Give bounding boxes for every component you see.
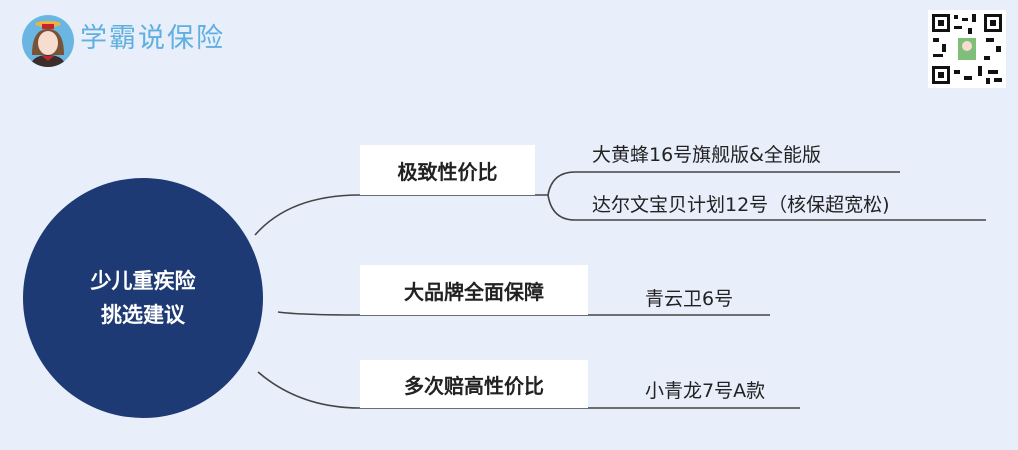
leaf-node[interactable]: 青云卫6号 xyxy=(645,288,734,310)
connector-leaf-1-1 xyxy=(547,171,900,196)
connector-branch-3 xyxy=(257,371,800,409)
brand-name: 学霸说保险 xyxy=(80,23,225,54)
leaf-node[interactable]: 大黄蜂16号旗舰版&全能版 xyxy=(592,144,821,166)
branch-node-2[interactable]: 大品牌全面保障 xyxy=(360,265,588,315)
cartoon-girl-avatar-icon xyxy=(30,21,66,67)
central-topic[interactable]: 少儿重疾险 挑选建议 xyxy=(23,178,263,418)
center-line-2: 挑选建议 xyxy=(101,303,185,327)
branch-node-1[interactable]: 极致性价比 xyxy=(360,145,535,195)
connector-branch-2 xyxy=(277,311,770,316)
leaf-node[interactable]: 达尔文宝贝计划12号（核保超宽松) xyxy=(592,194,890,216)
connector-branch-1 xyxy=(254,194,548,236)
center-line-1: 少儿重疾险 xyxy=(90,269,196,293)
leaf-node[interactable]: 小青龙7号A款 xyxy=(645,380,766,402)
connector-leaf-1-2 xyxy=(547,194,986,221)
branch-node-3[interactable]: 多次赔高性价比 xyxy=(360,360,588,408)
avatar xyxy=(22,15,74,67)
qr-code-icon xyxy=(928,10,1006,88)
